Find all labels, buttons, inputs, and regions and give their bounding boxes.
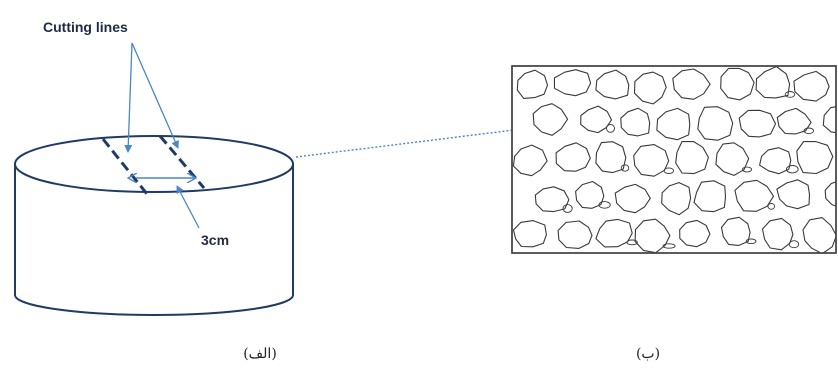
panel-label-left: (الف) xyxy=(243,346,277,362)
aggregate-fragment xyxy=(767,203,776,210)
aggregate-stone xyxy=(693,180,727,213)
aggregate-fragment xyxy=(784,91,796,98)
aggregate-fragment xyxy=(562,204,573,213)
aggregate-stone xyxy=(734,179,775,212)
panel-label-right: (ب) xyxy=(636,346,660,362)
aggregate-stone xyxy=(557,220,593,249)
aggregate-fragment xyxy=(606,124,615,133)
aggregate-fragment xyxy=(662,243,676,249)
aggregate-stone xyxy=(553,69,592,97)
cutting-line-right xyxy=(158,135,206,189)
aggregate-fragment xyxy=(745,238,757,245)
aggregate-stone xyxy=(793,70,830,102)
aggregate-stone xyxy=(679,219,711,248)
aggregate-stone xyxy=(580,105,613,134)
aggregate-stone xyxy=(555,142,591,172)
leader-right xyxy=(131,42,179,149)
aggregate-stone xyxy=(672,68,711,100)
cutting-lines xyxy=(101,135,206,195)
aggregate-stone xyxy=(761,217,794,251)
leader-lines xyxy=(124,42,179,153)
aggregate-stone xyxy=(822,106,836,134)
connector-dotted xyxy=(295,129,522,158)
leader-left xyxy=(124,42,133,153)
aggregate-fragment xyxy=(788,240,800,249)
aggregate-stone xyxy=(738,109,777,138)
aggregate-stone xyxy=(675,141,709,175)
aggregate-stone xyxy=(824,181,836,207)
aggregate-stone xyxy=(720,67,755,101)
aggregate-fragment xyxy=(803,127,815,135)
aggregate-stone xyxy=(595,218,633,248)
sample-frame xyxy=(511,65,837,254)
aggregate-stone xyxy=(759,147,792,175)
aggregate-stone xyxy=(661,182,692,216)
aggregate-stone xyxy=(516,69,549,99)
cut-sample xyxy=(511,65,837,254)
aggregate-stone xyxy=(595,141,627,174)
aggregate-stone xyxy=(776,107,812,135)
cylinder-body xyxy=(14,164,294,316)
aggregate-fragment xyxy=(598,201,611,209)
aggregate-stone xyxy=(776,179,811,210)
aggregate-pattern xyxy=(512,66,836,253)
aggregate-stone xyxy=(512,220,547,248)
cutting-line-left xyxy=(101,138,149,195)
aggregate-stone xyxy=(534,186,570,213)
aggregate-stone xyxy=(532,103,569,136)
aggregate-stone xyxy=(620,107,651,137)
aggregate-stone xyxy=(614,183,651,214)
aggregate-stone xyxy=(575,180,605,209)
aggregate-fragment xyxy=(663,167,675,174)
aggregate-fragment xyxy=(741,166,753,173)
aggregate-stone xyxy=(512,144,548,177)
aggregate-stone xyxy=(802,217,836,253)
aggregate-stone xyxy=(633,144,670,177)
aggregate-stone xyxy=(656,107,691,141)
aggregate-fragment xyxy=(785,165,799,174)
dimension-label: 3cm xyxy=(201,232,229,248)
aggregate-stone xyxy=(697,106,734,141)
aggregate-stone xyxy=(595,69,630,100)
aggregate-stone xyxy=(755,66,791,99)
cylinder-specimen xyxy=(14,135,294,316)
cylinder-top xyxy=(14,135,294,193)
aggregate-stone xyxy=(633,71,667,105)
cutting-lines-label: Cutting lines xyxy=(43,19,128,35)
aggregate-fragment xyxy=(620,164,630,172)
aggregate-stone xyxy=(720,216,751,246)
aggregate-fragment xyxy=(626,239,638,246)
dimension-3cm xyxy=(136,178,200,229)
aggregate-stone xyxy=(715,142,750,176)
dimension-leader xyxy=(176,185,200,229)
aggregate-stone xyxy=(634,218,671,253)
aggregate-stone xyxy=(796,140,834,175)
